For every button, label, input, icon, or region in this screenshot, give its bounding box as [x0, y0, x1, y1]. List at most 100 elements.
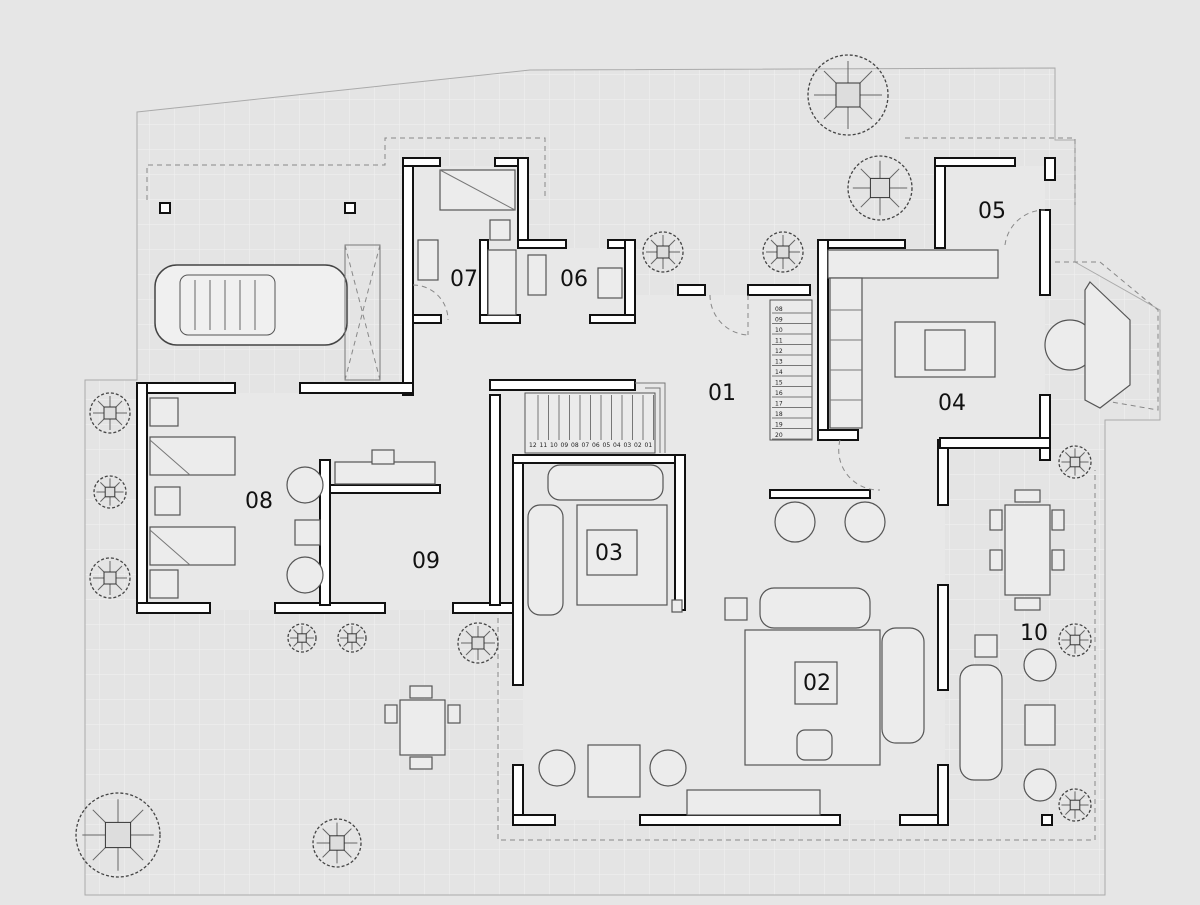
tree-icon — [642, 231, 684, 273]
stair-step-number: 11 — [775, 338, 783, 345]
wall — [769, 489, 871, 499]
wall — [624, 239, 636, 323]
furniture-item — [149, 569, 179, 599]
room-label-04: 04 — [938, 391, 966, 416]
furniture-item — [294, 519, 321, 546]
wall — [1039, 209, 1051, 296]
stair-step-number: 04 — [613, 442, 621, 449]
furniture-item — [671, 599, 683, 613]
tree-icon — [1058, 623, 1092, 657]
wall — [344, 202, 356, 214]
wall — [479, 239, 489, 323]
door-swings — [412, 209, 1046, 491]
stair-step-number: 06 — [592, 442, 600, 449]
wall — [136, 382, 236, 394]
furniture-item — [924, 329, 966, 371]
furniture-item — [1023, 768, 1057, 802]
wall — [1044, 157, 1056, 181]
tree-icon — [89, 392, 131, 434]
stair-step-number: 05 — [603, 442, 611, 449]
wall — [512, 454, 524, 686]
furniture-item — [384, 704, 398, 724]
furniture-item — [1004, 504, 1051, 596]
furniture-item — [154, 486, 181, 516]
tree-icon — [762, 231, 804, 273]
furniture-item — [286, 466, 324, 504]
furniture-item — [597, 267, 623, 299]
furniture-item — [974, 634, 998, 658]
wall — [489, 394, 501, 606]
wall — [937, 764, 949, 826]
furniture-item — [649, 749, 687, 787]
furniture-item — [959, 664, 1003, 781]
tree-icon — [287, 623, 317, 653]
furniture-item — [586, 529, 638, 576]
room-label-06: 06 — [560, 267, 588, 292]
trees — [75, 54, 1092, 878]
room-label-10: 10 — [1020, 621, 1048, 646]
room-label-09: 09 — [412, 549, 440, 574]
furniture-item — [286, 556, 324, 594]
furniture-item — [989, 509, 1003, 531]
stair-step-number: 16 — [775, 390, 783, 397]
tree-icon — [847, 155, 913, 221]
wall — [402, 157, 414, 396]
stair-step-number: 20 — [775, 432, 783, 439]
wall — [1039, 394, 1051, 461]
furniture-item — [794, 661, 838, 705]
furniture-item — [881, 627, 925, 744]
furniture-item — [527, 504, 564, 616]
room-label-08: 08 — [245, 489, 273, 514]
stair-step-number: 09 — [561, 442, 569, 449]
furniture-item — [1051, 509, 1065, 531]
furniture-item — [1014, 597, 1041, 611]
carport-pad — [344, 244, 381, 381]
wall — [639, 814, 841, 826]
furniture-item — [774, 501, 816, 543]
furniture-item — [724, 597, 748, 621]
furniture-item — [796, 729, 833, 761]
wall — [489, 379, 636, 391]
tree-icon — [89, 557, 131, 599]
furniture-item — [1051, 549, 1065, 571]
furniture-item — [409, 756, 433, 770]
car-icon — [154, 264, 348, 346]
wall — [136, 602, 211, 614]
stair-step-number: 03 — [624, 442, 632, 449]
furniture-item — [149, 436, 236, 476]
walls — [136, 157, 1056, 826]
furniture-item — [334, 461, 436, 485]
stair-step-number: 08 — [775, 306, 783, 313]
furniture-item — [686, 789, 821, 816]
wall — [747, 284, 811, 296]
wall — [512, 454, 686, 464]
furniture-item — [1014, 489, 1041, 503]
stair-step-number: 02 — [634, 442, 642, 449]
wall — [402, 157, 441, 167]
stair-step-number: 11 — [540, 442, 548, 449]
room-label-03: 03 — [595, 541, 623, 566]
stair-step-number: 01 — [645, 442, 653, 449]
furniture-item — [547, 464, 664, 501]
room-label-07: 07 — [450, 267, 478, 292]
furniture-item — [417, 239, 439, 281]
wall — [412, 314, 442, 324]
furniture-item — [371, 449, 395, 465]
furniture-item — [399, 699, 446, 756]
room-label-05: 05 — [978, 199, 1006, 224]
wall — [512, 814, 556, 826]
furniture-item — [989, 549, 1003, 571]
wall — [674, 454, 686, 611]
tree-icon — [1058, 445, 1092, 479]
furniture-item — [149, 397, 179, 427]
tree-icon — [457, 622, 499, 664]
furniture-item — [487, 249, 517, 316]
stair-step-number: 08 — [571, 442, 579, 449]
furniture-item — [527, 254, 547, 296]
furniture-item — [538, 749, 576, 787]
stair-step-number: 18 — [775, 411, 783, 418]
furniture-item — [1023, 648, 1057, 682]
tree-icon — [75, 792, 161, 878]
